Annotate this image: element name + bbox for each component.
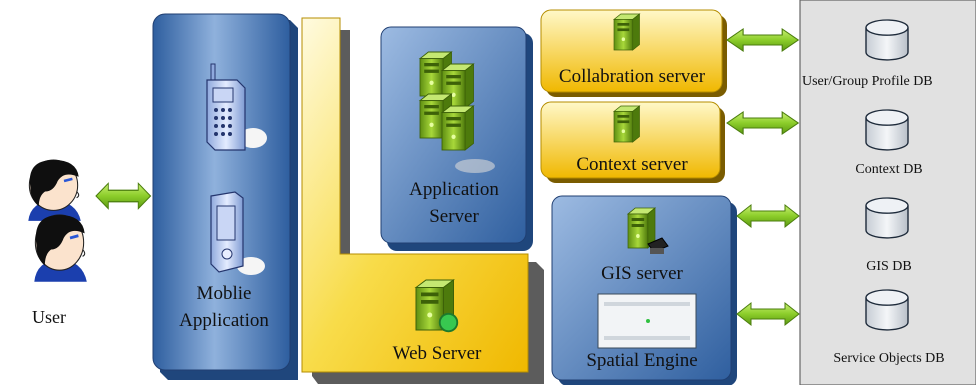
web-server-panel bbox=[301, 17, 544, 384]
user-mobile-arrow bbox=[95, 182, 152, 210]
gis-db-arrow bbox=[736, 204, 800, 228]
spatial-engine-label: Spatial Engine bbox=[586, 350, 698, 371]
app-server-label-line1: Application bbox=[409, 179, 499, 200]
context-server-icon bbox=[613, 105, 640, 143]
collaboration-server-panel bbox=[540, 9, 727, 97]
user-group-profile-db-icon bbox=[865, 19, 909, 61]
collab-db-arrow bbox=[726, 28, 799, 52]
web-server-label: Web Server bbox=[392, 343, 482, 364]
gis-db-label: GIS DB bbox=[866, 259, 912, 274]
pda-device-icon bbox=[210, 191, 265, 275]
spatial-db-arrow bbox=[736, 302, 800, 326]
user-group-db-label: User/Group Profile DB bbox=[802, 74, 933, 89]
context-db-label: Context DB bbox=[855, 162, 923, 177]
spatial-engine-icon bbox=[597, 293, 697, 349]
gis-server-icon bbox=[627, 207, 669, 254]
mobile-app-label-line2: Application bbox=[179, 310, 269, 331]
app-server-label-line2: Server bbox=[429, 206, 479, 227]
gis-server-label: GIS server bbox=[601, 263, 683, 284]
web-server-icon bbox=[415, 279, 459, 333]
mobile-phone-icon bbox=[206, 63, 267, 151]
context-db-arrow bbox=[726, 111, 799, 135]
mobile-app-label-line1: Moblie bbox=[196, 283, 252, 304]
user-figure bbox=[26, 158, 89, 284]
collab-server-label: Collabration server bbox=[558, 66, 706, 87]
server-cluster-icon bbox=[419, 51, 495, 173]
service-objects-db-icon bbox=[865, 289, 909, 331]
user-label: User bbox=[32, 307, 66, 327]
collaboration-server-icon bbox=[613, 13, 640, 51]
service-objects-db-label: Service Objects DB bbox=[833, 351, 945, 366]
database-panel bbox=[799, 0, 976, 385]
context-server-label: Context server bbox=[576, 154, 688, 175]
context-db-icon bbox=[865, 109, 909, 151]
gis-db-icon bbox=[865, 197, 909, 239]
